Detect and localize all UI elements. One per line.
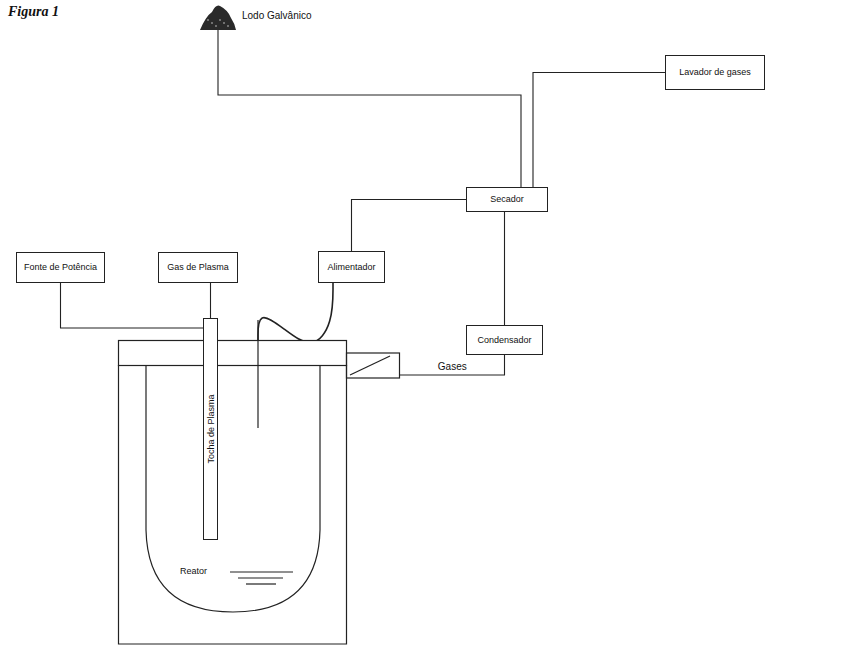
edge-label: Gases: [436, 361, 469, 372]
sludge-heap: Lodo Galvânico: [198, 2, 348, 32]
node-label: Fonte de Potência: [24, 262, 97, 272]
pipe-line: [504, 212, 505, 325]
heap-shape: [200, 6, 236, 30]
heap-texture: [223, 22, 225, 24]
reactor-drawing: [118, 340, 400, 645]
heap-texture: [215, 25, 217, 27]
plasma-torch: Tocha de Plasma: [203, 318, 218, 540]
pipe-line: [210, 283, 211, 318]
process-box: Gas de Plasma: [158, 252, 238, 283]
node-label: Alimentador: [327, 262, 375, 272]
process-box: Lavador de gases: [665, 55, 765, 90]
pipe-line: [352, 200, 467, 252]
node-label: Reator: [180, 566, 207, 576]
reactor-wall: [119, 365, 347, 644]
node-label: Lavador de gases: [679, 67, 751, 77]
node-label: Tocha de Plasma: [206, 394, 216, 463]
reactor-lid: [119, 341, 347, 366]
process-box: Fonte de Potência: [16, 252, 105, 283]
process-box: Secador: [466, 187, 548, 212]
process-box: Condensador: [466, 325, 543, 355]
feed-hose: [258, 283, 333, 343]
heap-texture: [207, 19, 209, 21]
feed-pipe: [257, 320, 258, 428]
process-box: Alimentador: [318, 251, 385, 283]
reactor-vessel: Tocha de PlasmaReator: [118, 340, 400, 645]
node-label: Condensador: [477, 335, 531, 345]
heap-texture: [227, 25, 229, 27]
outlet-baffle: [350, 356, 390, 375]
melt-surface: [238, 577, 283, 578]
figure-title: Figura 1: [8, 4, 59, 20]
crucible: [146, 365, 320, 612]
melt-surface: [230, 571, 293, 572]
pipe-line: [218, 30, 521, 187]
node-label: Lodo Galvânico: [242, 10, 312, 21]
pipe-line: [61, 283, 204, 328]
heap-texture: [219, 19, 221, 21]
heap-texture: [211, 22, 213, 24]
pipe-line: [400, 355, 505, 375]
gas-outlet: [347, 353, 400, 378]
pipe-line: [533, 73, 665, 188]
melt-surface: [246, 583, 276, 584]
node-label: Secador: [490, 194, 524, 204]
sludge-heap-icon: [198, 2, 238, 32]
node-label: Gas de Plasma: [167, 262, 229, 272]
